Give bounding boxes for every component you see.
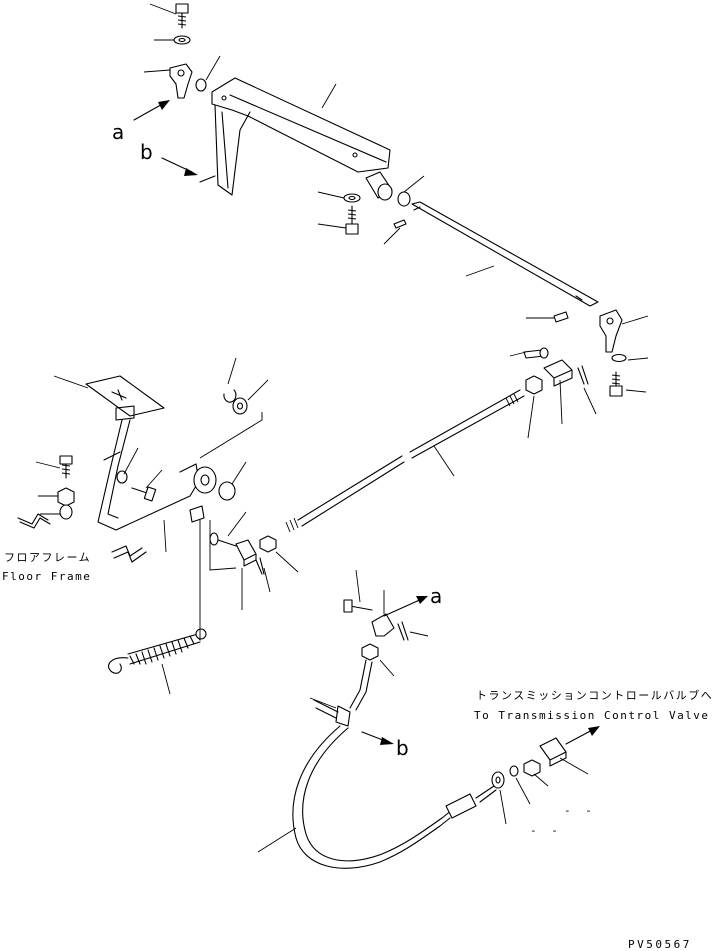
control-rod: [285, 389, 525, 533]
bolt-bracket: [345, 205, 359, 235]
washer-bracket: [343, 193, 361, 203]
pedal-arm: [97, 419, 201, 531]
pivot-boss: [189, 466, 217, 523]
bushing-pivot: [218, 481, 236, 501]
dash-mark: - -: [564, 804, 596, 817]
floor-frame-label-en: Floor Frame: [2, 570, 92, 583]
leader-lines: [35, 3, 649, 853]
cotter-right: [577, 365, 589, 385]
washer-top: [173, 35, 191, 45]
dash-mark: - -: [530, 824, 562, 837]
cotter-cable: [397, 621, 409, 641]
pin-cable: [343, 599, 373, 613]
retaining-ring: [223, 389, 237, 403]
yoke-lower: [235, 539, 257, 567]
bolt-left: [59, 455, 73, 479]
arrow-b-lower: [361, 731, 394, 745]
callout-a-top: a: [112, 120, 125, 144]
nut-right: [525, 375, 543, 395]
bolt-arm: [131, 486, 157, 502]
yoke-right: [543, 359, 573, 387]
pin-right: [523, 347, 549, 359]
arrow-transmission: [565, 726, 600, 745]
nut-lower: [259, 535, 277, 553]
arrow-b-top: [161, 157, 198, 176]
nut-cable: [361, 643, 379, 661]
arrow-a-top: [133, 100, 170, 121]
washer-cable: [491, 771, 505, 789]
pin-lower: [209, 532, 237, 547]
nut-left: [57, 487, 75, 507]
key-right: [553, 311, 569, 323]
pedal-pad: [85, 375, 165, 421]
transmission-label-jp: トランスミッションコントロールバルブへ: [476, 689, 714, 702]
clevis-right: [599, 309, 623, 353]
callout-b-top: b: [140, 140, 153, 164]
nut-cable-end: [509, 759, 541, 777]
shaft-long: [411, 201, 599, 307]
yoke-cable-end: [539, 737, 567, 767]
bolt-top: [175, 3, 189, 29]
cable: [292, 659, 497, 869]
transmission-label-en: To Transmission Control Valve: [474, 709, 710, 722]
callout-b-lower: b: [396, 736, 409, 760]
bracket-top: [199, 77, 391, 196]
floor-frame-symbols: [17, 513, 147, 563]
bushing-top: [195, 78, 207, 92]
floor-frame-label-jp: フロアフレーム: [4, 551, 92, 564]
cotter-lower: [255, 557, 265, 575]
bushing-shaft: [397, 191, 411, 207]
washer-right: [611, 353, 627, 363]
bushing-left: [59, 504, 73, 520]
arrow-a-lower: [383, 596, 428, 617]
washer-pedal: [232, 397, 248, 415]
callout-a-lower: a: [430, 584, 443, 608]
bolt-right: [609, 371, 623, 397]
key-top: [393, 219, 407, 229]
washer-arm: [116, 470, 128, 484]
drawing-code: PV50567: [628, 938, 692, 951]
yoke-cable: [371, 613, 395, 637]
shaft-stub: [365, 171, 393, 201]
clevis-top: [169, 63, 193, 99]
spring: [108, 628, 207, 674]
